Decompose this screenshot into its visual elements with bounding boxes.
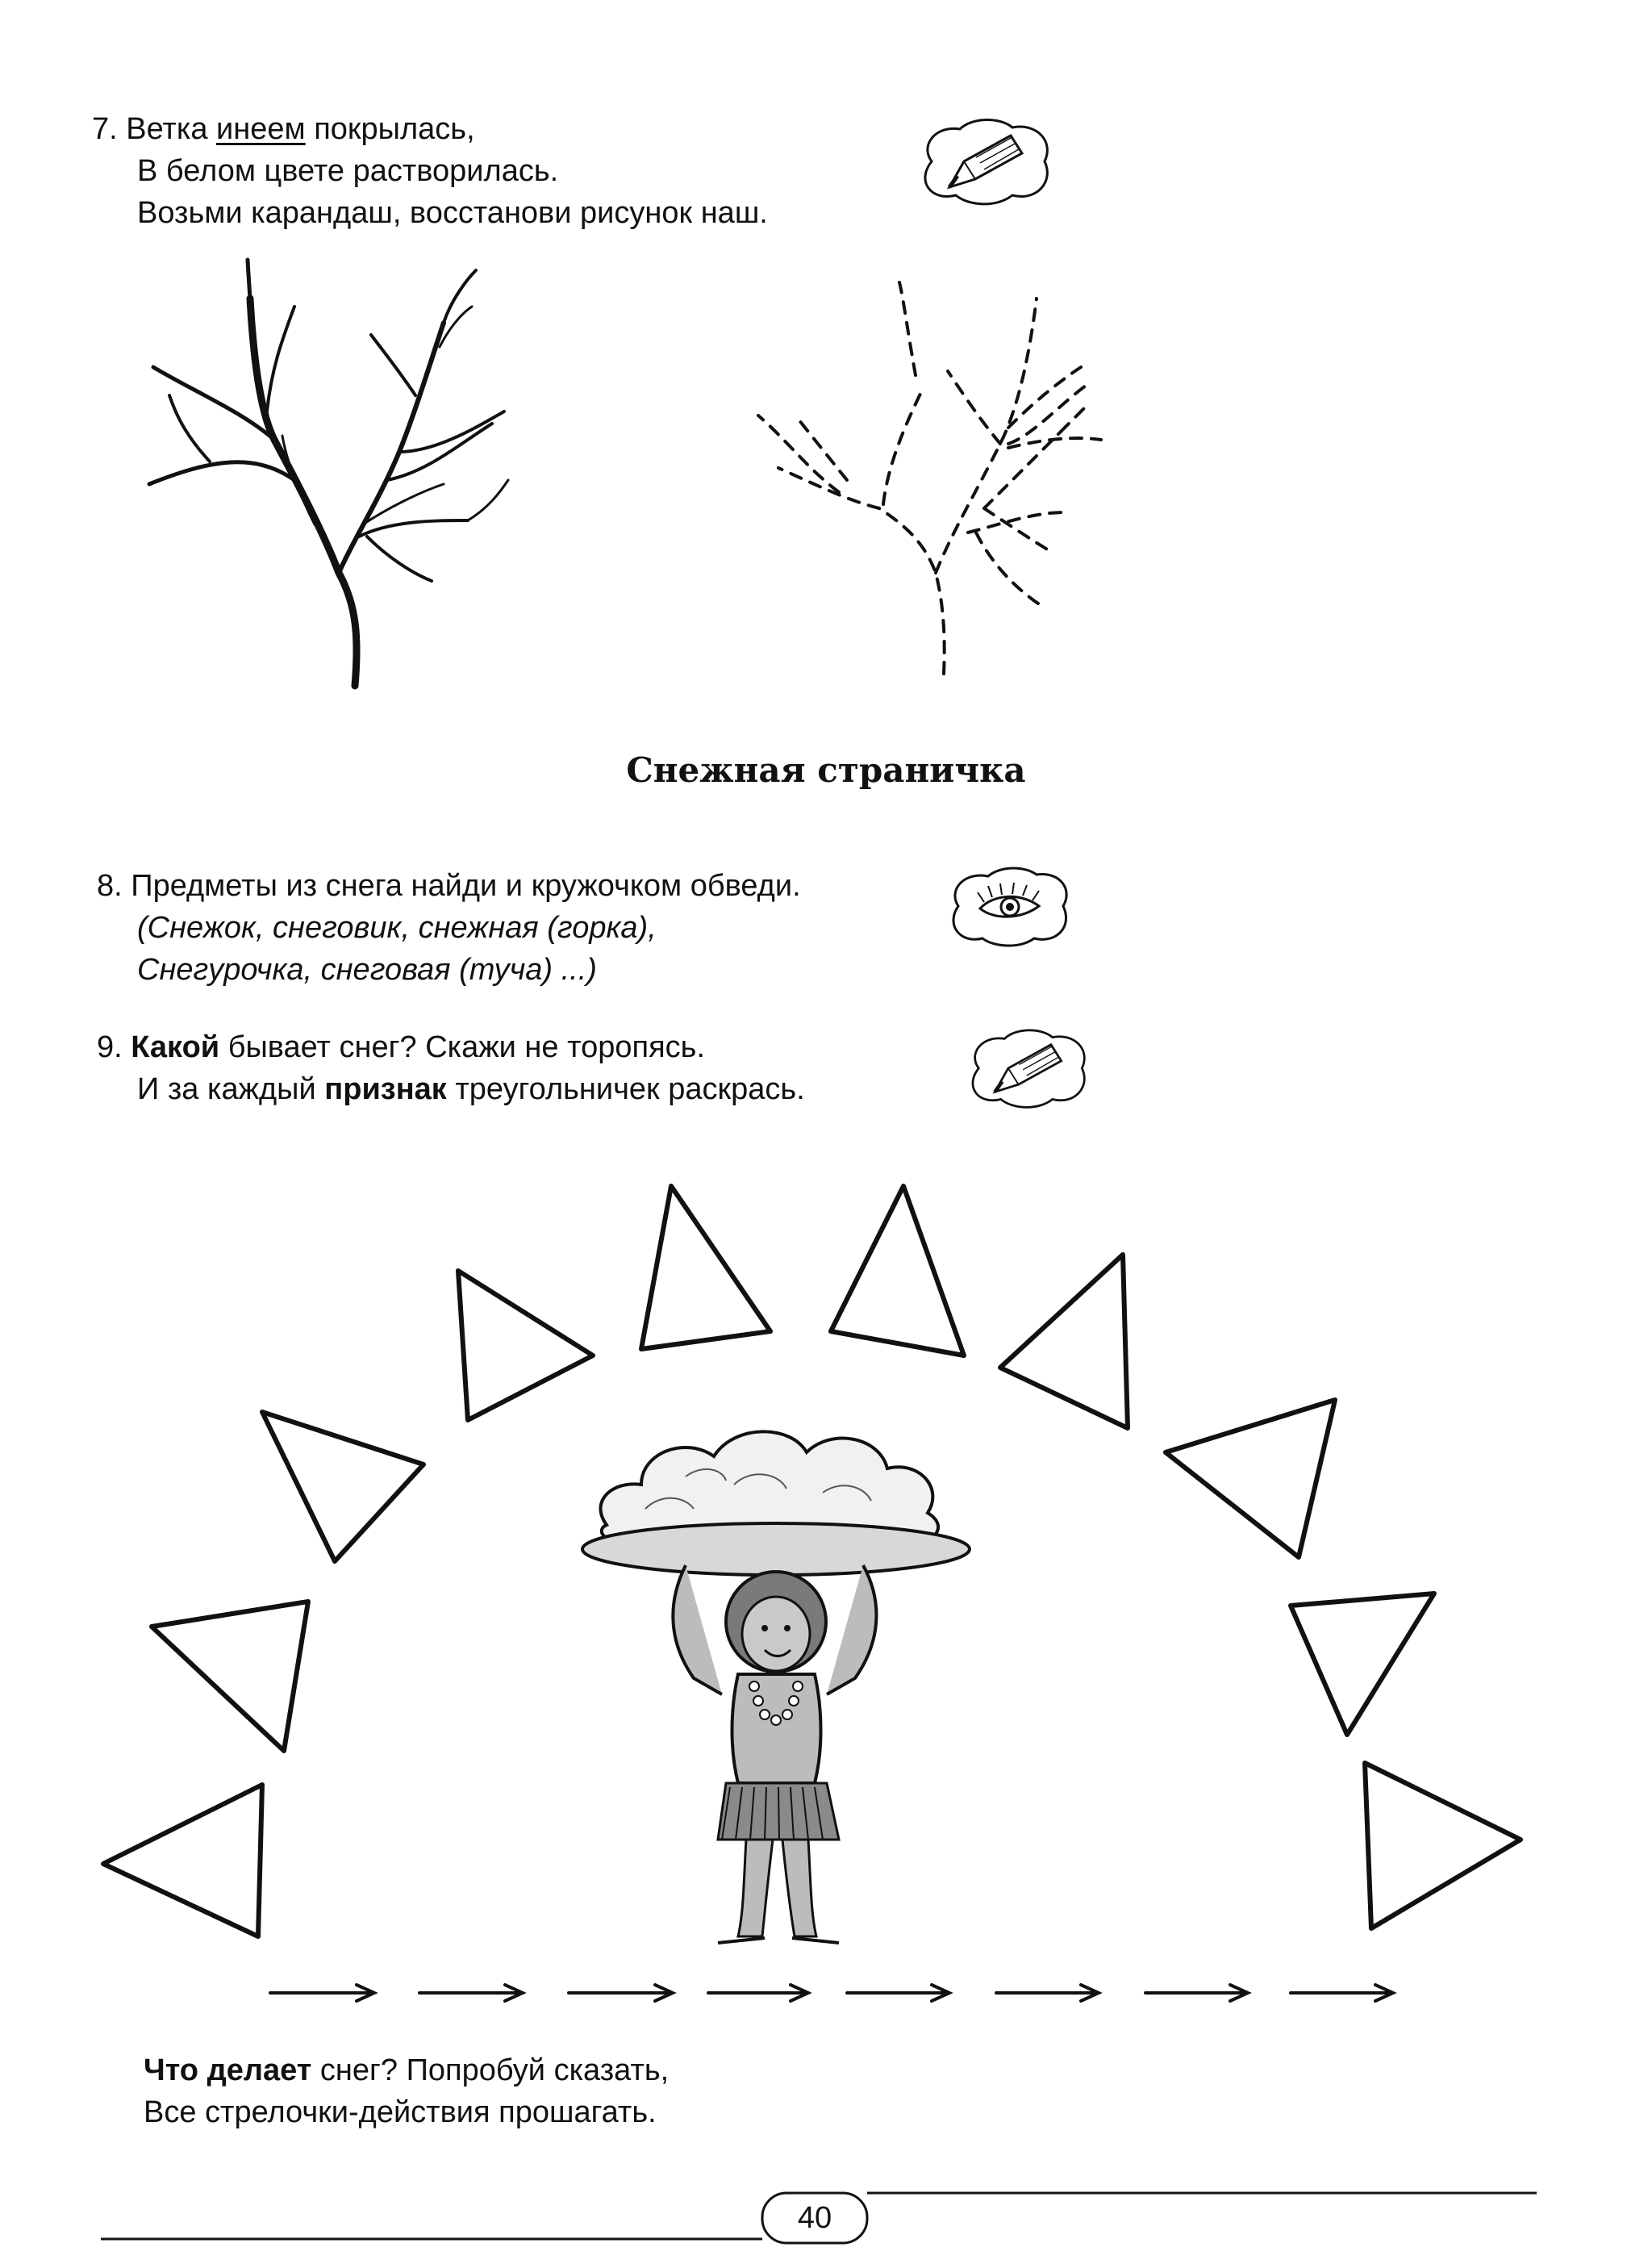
triangle-3[interactable]: [260, 1410, 426, 1564]
arrow-6[interactable]: [995, 1983, 1103, 2003]
actions-line1: Что делает снег? Попробуй сказать,: [144, 2049, 669, 2091]
footer-rule: [101, 2191, 1537, 2245]
arrow-3[interactable]: [567, 1983, 677, 2003]
triangle-9[interactable]: [1288, 1591, 1437, 1737]
task7-text-after: покрылась,: [305, 112, 475, 146]
dashed-tree-drawing: [757, 281, 1103, 675]
triangle-4[interactable]: [456, 1268, 595, 1422]
child-holding-cloud-illustration: [581, 1430, 971, 1944]
triangle-5[interactable]: [639, 1184, 773, 1351]
task9-line2: И за каждый признак треугольничек раскра…: [137, 1068, 805, 1110]
task7-line2: В белом цвете растворилась.: [137, 154, 559, 188]
task7-line1: 7. Ветка инеем покрылась,: [92, 108, 475, 150]
arrow-2[interactable]: [418, 1983, 527, 2003]
actions-bold-phrase: Что делает: [144, 2053, 312, 2087]
actions-text: снег? Попробуй сказать,: [311, 2053, 670, 2087]
task9-text-before: И за каждый: [137, 1072, 325, 1106]
task9-text-after: треугольничек раскрась.: [446, 1072, 805, 1106]
task9-bold-word-2: признак: [324, 1072, 447, 1106]
actions-line2: Все стрелочки-действия прошагать.: [144, 2095, 657, 2129]
task9-number: 9.: [97, 1030, 123, 1064]
task7-number: 7.: [92, 112, 118, 146]
tree-drawing: [147, 257, 510, 690]
arrows-row: [269, 1983, 1397, 2003]
arrow-5[interactable]: [845, 1983, 953, 2003]
triangle-1[interactable]: [101, 1782, 265, 1939]
triangle-7[interactable]: [998, 1252, 1130, 1431]
task8-number: 8.: [97, 869, 123, 903]
arrow-8[interactable]: [1289, 1983, 1397, 2003]
arrow-7[interactable]: [1144, 1983, 1252, 2003]
task7-underlined-word: инеем: [216, 112, 306, 146]
task7-line3: Возьми карандаш, восстанови рисунок наш.: [137, 196, 768, 230]
task9-text: бывает снег? Скажи не торопясь.: [219, 1030, 705, 1064]
task8-text: Предметы из снега найди и кружочком обве…: [131, 869, 801, 903]
triangle-6[interactable]: [828, 1184, 966, 1358]
section-title: Снежная страничка: [626, 750, 1026, 790]
eye-icon: [952, 867, 1068, 947]
triangle-2[interactable]: [149, 1599, 311, 1753]
task9-line1: 9. Какой бывает снег? Скажи не торопясь.: [97, 1026, 705, 1068]
triangle-10[interactable]: [1362, 1761, 1523, 1931]
task8-line2: (Снежок, снеговик, снежная (горка),: [137, 911, 657, 945]
pencil-icon: [924, 119, 1049, 206]
triangle-8[interactable]: [1163, 1397, 1337, 1560]
task8-line3: Снегурочка, снеговая (туча) ...): [137, 953, 597, 987]
arrow-4[interactable]: [707, 1983, 812, 2003]
pencil-icon: [971, 1029, 1086, 1109]
task7-text-before: Ветка: [126, 112, 217, 146]
page-number: 40: [797, 2201, 832, 2235]
task9-bold-word: Какой: [131, 1030, 220, 1064]
task8-line1: 8. Предметы из снега найди и кружочком о…: [97, 865, 801, 907]
arrow-1[interactable]: [269, 1983, 378, 2003]
